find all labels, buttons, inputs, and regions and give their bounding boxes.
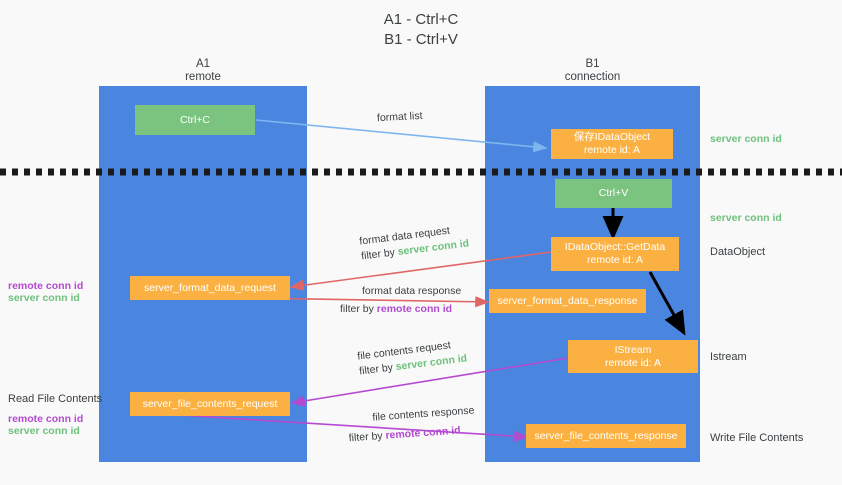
node-ctrl-v[interactable]: Ctrl+V xyxy=(555,179,672,208)
annotation-server-conn-id-top: server conn id xyxy=(710,133,782,145)
node-ctrl-v-label: Ctrl+V xyxy=(598,187,629,199)
annotation-remote-conn-id-2: remote conn id xyxy=(8,413,84,425)
annotation-write-file-contents: Write File Contents xyxy=(710,432,804,444)
column-header-a1-role: remote xyxy=(185,71,221,83)
edge-label-format-data-request: format data request filter by server con… xyxy=(359,221,470,264)
node-istream[interactable]: IStream remote id: A xyxy=(568,340,698,373)
phase-divider xyxy=(0,168,842,176)
annotation-server-conn-id-mid: server conn id xyxy=(710,212,782,224)
node-store-dataobject-sub: remote id: A xyxy=(583,144,641,156)
column-header-a1: A1 remote xyxy=(99,58,307,84)
filter-prefix: filter by xyxy=(358,361,397,378)
annotation-istream: Istream xyxy=(710,351,747,363)
node-file-contents-request[interactable]: server_file_contents_request xyxy=(130,392,290,416)
annotation-remote-conn-id-1: remote conn id xyxy=(8,280,84,292)
column-header-b1: B1 connection xyxy=(485,58,700,84)
node-istream-sub: remote id: A xyxy=(604,356,662,369)
node-format-data-response[interactable]: server_format_data_response xyxy=(489,289,646,313)
node-format-data-request-label: server_format_data_request xyxy=(144,281,276,294)
edge-label-format-data-response: format data response filter by remote co… xyxy=(340,284,462,317)
node-store-dataobject[interactable]: 保存IDataObject remote id: A xyxy=(551,129,673,159)
edge-label-file-contents-request: file contents request filter by server c… xyxy=(357,336,468,379)
edge-label-format-data-response-line2: filter by remote conn id xyxy=(340,302,461,317)
column-header-a1-name: A1 xyxy=(195,58,211,70)
edge-label-file-contents-response-line1: file contents response xyxy=(372,404,475,424)
edge-label-file-contents-response: file contents response filter by remote … xyxy=(348,403,476,444)
filter-prefix: filter by xyxy=(360,246,399,263)
page-title: A1 - Ctrl+C B1 - Ctrl+V xyxy=(0,10,842,50)
node-file-contents-response-label: server_file_contents_response xyxy=(534,429,678,442)
node-getdata-label: IDataObject::GetData xyxy=(564,241,666,253)
node-istream-label: IStream xyxy=(614,343,652,356)
node-ctrl-c[interactable]: Ctrl+C xyxy=(135,105,255,135)
edge-label-format-list: format list xyxy=(377,109,423,126)
edge-label-format-data-response-line1: format data response xyxy=(362,285,462,297)
filter-key-remote-conn-id: remote conn id xyxy=(385,424,461,442)
annotation-dataobject: DataObject xyxy=(710,246,766,258)
node-file-contents-request-label: server_file_contents_request xyxy=(142,397,278,410)
filter-prefix: filter by xyxy=(340,303,377,315)
annotation-server-conn-id-1: server conn id xyxy=(8,292,80,304)
filter-key-remote-conn-id: remote conn id xyxy=(376,303,453,315)
column-header-b1-name: B1 xyxy=(585,58,600,70)
title-line-1: A1 - Ctrl+C xyxy=(383,11,459,28)
edge-label-format-list-text: format list xyxy=(376,109,423,125)
node-getdata-sub: remote id: A xyxy=(586,254,644,266)
filter-prefix: filter by xyxy=(348,429,386,445)
node-file-contents-response[interactable]: server_file_contents_response xyxy=(526,424,686,448)
node-format-data-response-label: server_format_data_response xyxy=(497,294,638,307)
annotation-read-file-contents: Read File Contents xyxy=(8,393,103,405)
annotation-server-conn-id-2: server conn id xyxy=(8,425,80,437)
node-ctrl-c-label: Ctrl+C xyxy=(179,113,211,126)
node-store-dataobject-label: 保存IDataObject xyxy=(573,131,651,143)
node-format-data-request[interactable]: server_format_data_request xyxy=(130,276,290,300)
title-line-2: B1 - Ctrl+V xyxy=(384,31,458,48)
node-getdata[interactable]: IDataObject::GetData remote id: A xyxy=(551,237,679,271)
column-header-b1-role: connection xyxy=(564,71,621,83)
edge-label-file-contents-response-line2: filter by remote conn id xyxy=(348,422,476,446)
